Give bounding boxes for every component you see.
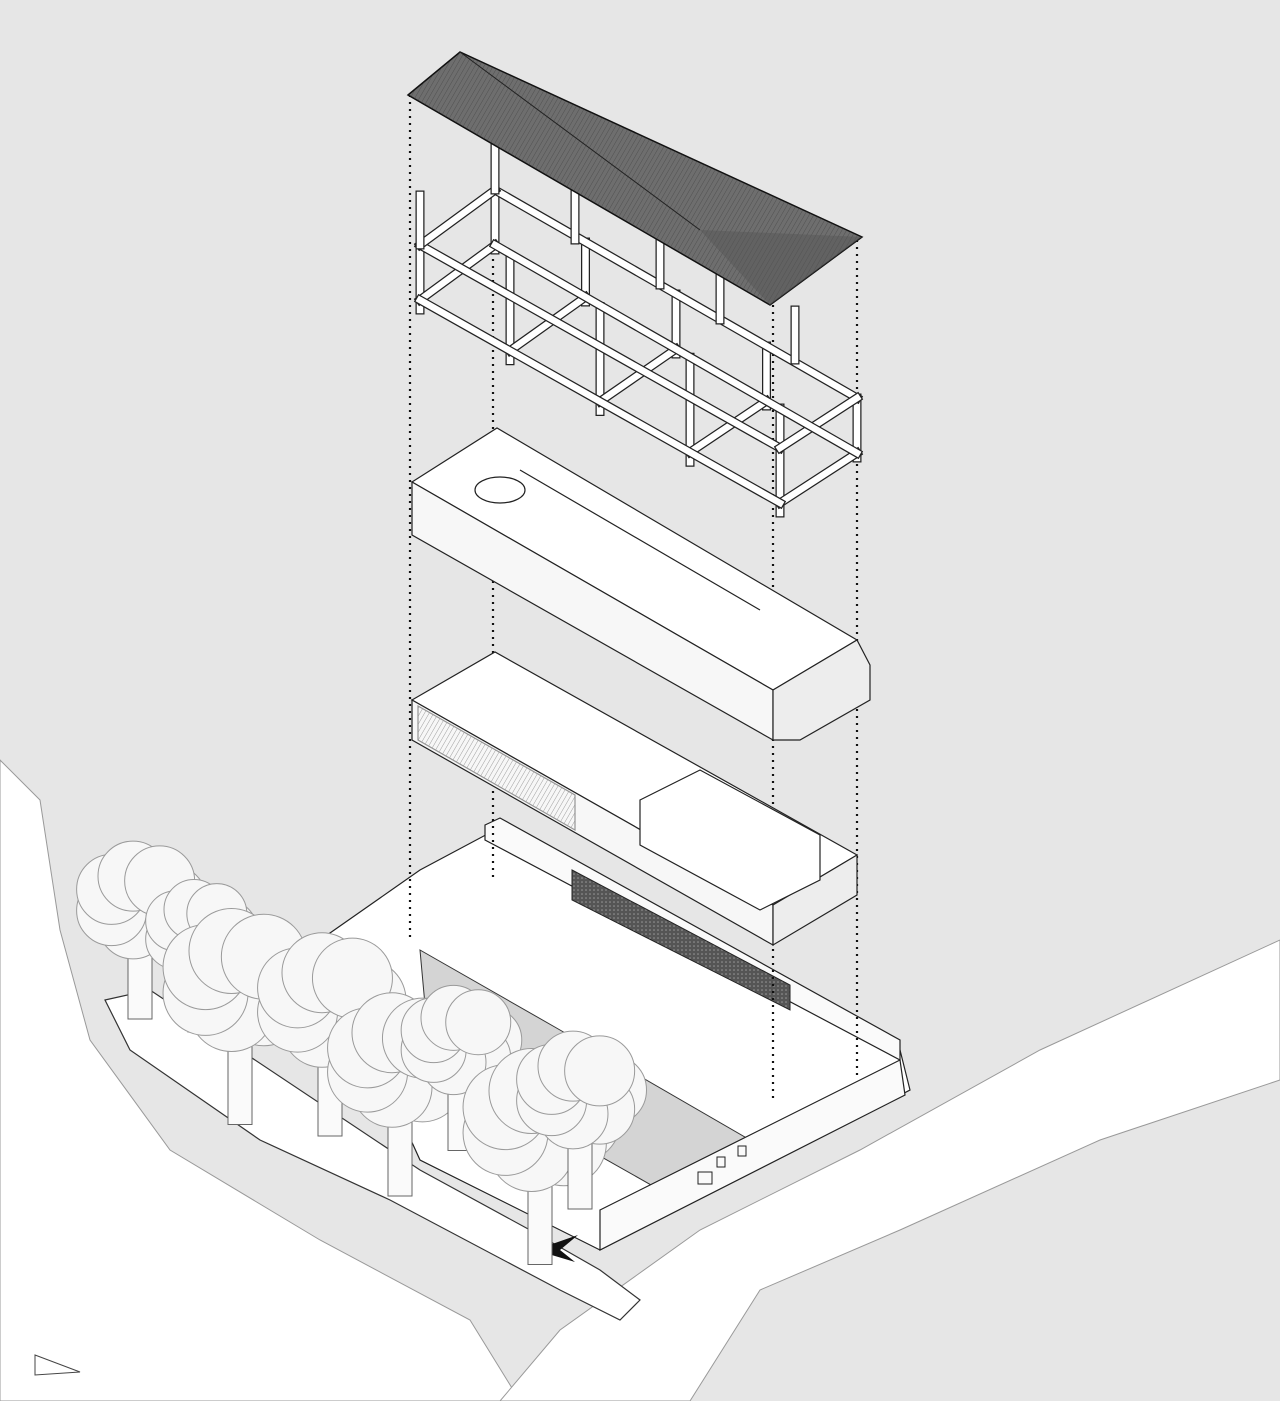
glass-facade [417,704,576,832]
street-right [499,939,1280,1401]
wall-opening [716,1156,726,1168]
beam-face [775,393,862,453]
tree [400,984,523,1151]
street-left [0,759,521,1401]
entry-arrow-icon [535,1235,578,1262]
ground-floor-side-face [772,853,858,947]
north-marker [34,1354,81,1376]
boundary-wall [599,1059,906,1251]
room-walls [639,769,821,911]
spiral-stair [474,476,526,504]
upper-floor-side-face [772,639,871,741]
beam-face [415,240,785,453]
beam-face [595,344,681,407]
roof-layer [406,51,864,306]
roof-ridge [459,51,701,231]
beam-face [775,448,862,508]
beam-face [415,295,785,508]
beam-face [415,185,500,250]
beam-face [415,240,500,305]
structural-frame-layer [413,135,864,518]
trees [76,840,647,1265]
beam-face [685,396,772,457]
interior-wall [519,469,761,611]
tree-canopy [445,989,512,1056]
tree [162,907,322,1125]
roof-shade [700,230,862,305]
wall-opening [737,1145,747,1157]
tree [516,1030,647,1210]
tree-canopy [564,1035,636,1107]
beam-face [505,292,591,356]
screen-wall [571,869,791,1011]
ground-floor-layer [410,651,859,947]
beam-face [490,240,862,458]
wall-opening [697,1171,713,1185]
upper-floor-layer [410,427,871,742]
